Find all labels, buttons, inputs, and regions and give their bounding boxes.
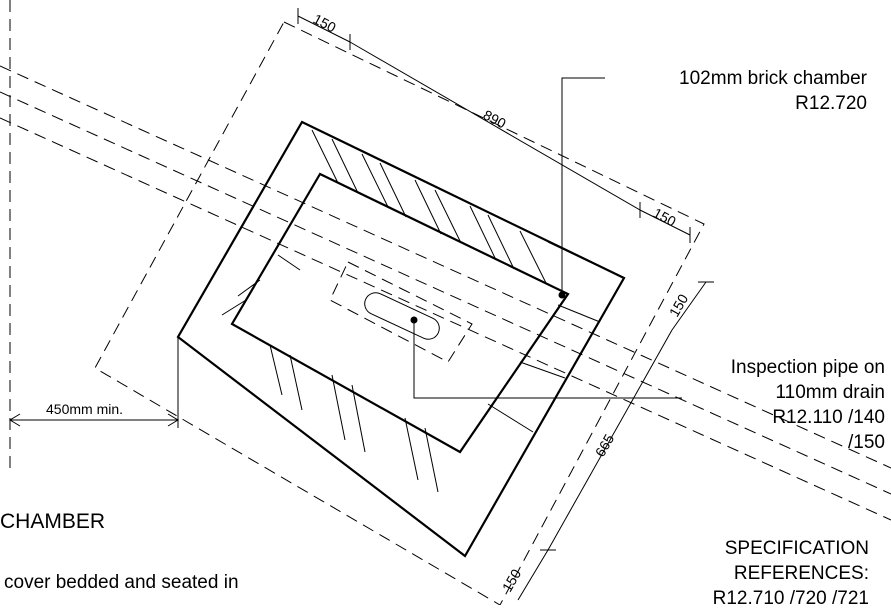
brick-chamber-line1: 102mm brick chamber (679, 68, 867, 89)
cover-note: cover bedded and seated in (4, 572, 239, 593)
dim-150-right: 150 (651, 205, 679, 230)
chamber-inner-wall (230, 172, 570, 454)
brick-chamber-leader (558, 77, 605, 299)
dim-150-bottom: 150 (499, 566, 525, 594)
dim-150-top-left: 150 (311, 11, 339, 36)
dim-665: 665 (592, 431, 618, 459)
chamber-outer-wall (176, 120, 626, 558)
spec-line1: SPECIFICATION (724, 538, 869, 559)
inspection-pipe-line3: R12.110 /140 (772, 407, 885, 428)
spec-line3: R12.710 /720 /721 (712, 588, 869, 609)
excavation-outline (94, 21, 705, 605)
drain-dashed-lines (0, 65, 891, 521)
inspection-pipe-label: Inspection pipe on 110mm drain R12.110 /… (731, 355, 885, 455)
spec-line2: REFERENCES: (733, 563, 869, 584)
spec-references-label: SPECIFICATION REFERENCES: R12.710 /720 /… (713, 536, 869, 611)
dim-450mm-min: 450mm min. (46, 401, 123, 417)
inspection-pipe-line1: Inspection pipe on (730, 357, 885, 378)
inspection-pipe-line4: /150 (848, 432, 885, 453)
inspection-pipe-line2: 110mm drain (775, 382, 885, 403)
inspection-pipe-leader (410, 316, 682, 399)
dim-890: 890 (481, 107, 509, 132)
chamber-heading: CHAMBER (0, 510, 106, 533)
dim-150-right-inner: 150 (666, 291, 692, 319)
inspection-pipe (329, 261, 473, 363)
brick-chamber-line2: R12.720 (795, 93, 867, 114)
dimension-lines (9, 8, 714, 601)
brick-hatching (221, 129, 601, 493)
brick-chamber-label: 102mm brick chamber R12.720 (679, 66, 867, 116)
